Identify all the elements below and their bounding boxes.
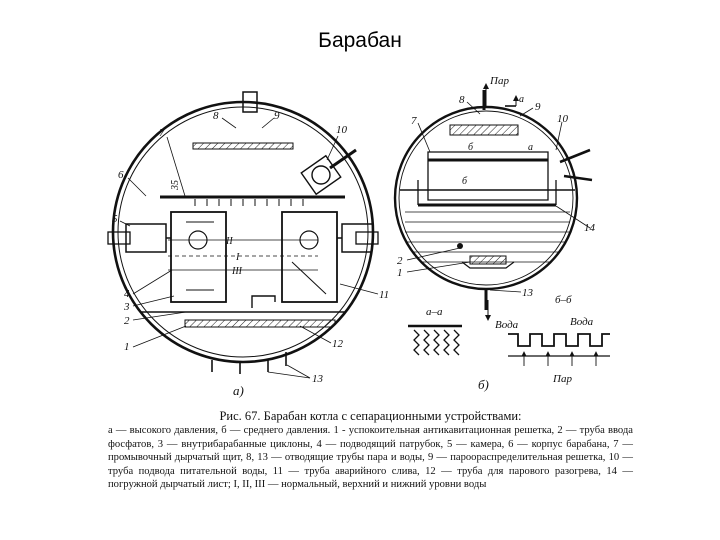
- caption-heading: Рис. 67. Барабан котла с сепарационными …: [219, 409, 522, 423]
- callout-a-13: 13: [312, 373, 324, 385]
- callout-b-1: 1: [397, 267, 403, 279]
- cyclone-right: [281, 211, 338, 303]
- callout-b-13: 13: [522, 287, 534, 299]
- callout-a-3: 3: [123, 301, 130, 313]
- water-outlet-pipes-a: [211, 352, 287, 374]
- drum-b: б а б а Пар Вода 8 9 7 10 14 2 1 13 б): [393, 75, 596, 392]
- callout-a-11: 11: [379, 289, 389, 301]
- dimension-35: 35: [170, 180, 181, 191]
- slide-title: Барабан: [318, 29, 402, 52]
- section-mark-b1: б: [468, 142, 474, 153]
- panel-label-a: а): [233, 383, 244, 398]
- callout-b-9: 9: [535, 101, 541, 113]
- callout-a-8: 8: [213, 110, 219, 122]
- steam-distribution-grid-b: [449, 124, 519, 136]
- drum-b-steam-label: Пар: [489, 75, 509, 87]
- section-bb-water-label: Вода: [570, 316, 594, 328]
- callout-b-2: 2: [397, 255, 403, 267]
- section-bb: б–б Вода Пар: [508, 294, 610, 385]
- anti-cavitation-grid-a: [184, 319, 336, 328]
- callout-a-2: 2: [124, 315, 130, 327]
- panel-label-b: б): [478, 377, 489, 392]
- section-bb-label: б–б: [555, 294, 572, 306]
- steam-outlet-pipe-a: [242, 91, 258, 113]
- chamber-right: [341, 223, 373, 253]
- callout-a-1: 1: [124, 341, 130, 353]
- cyclone-left-swirl: [188, 230, 208, 250]
- drum-b-water: [400, 189, 575, 263]
- level-mark-ii: II: [225, 236, 233, 247]
- figure-caption: Рис. 67. Барабан котла с сепарационными …: [108, 409, 633, 491]
- drum-b-water-label: Вода: [495, 319, 519, 331]
- section-mark-a2: а: [528, 142, 533, 153]
- callout-b-10: 10: [557, 113, 569, 125]
- callout-a-6: 6: [118, 169, 124, 181]
- steam-heating-pipe: [251, 295, 276, 308]
- drum-a-leaders: [119, 117, 379, 379]
- feed-water-pipe: [300, 154, 342, 196]
- steam-distribution-grid-a: [192, 142, 294, 150]
- callout-a-9: 9: [274, 110, 280, 122]
- callout-a-12: 12: [332, 338, 344, 350]
- section-aa: а–а: [408, 306, 462, 356]
- drum-a: 8 9 7 10 6 5 4 3 2 1 11 12 13 II I III 3…: [107, 91, 389, 398]
- callout-b-8: 8: [459, 94, 465, 106]
- feed-pipe-b: [559, 148, 591, 164]
- callout-b-14: 14: [584, 222, 596, 234]
- section-mark-b2: б: [462, 176, 468, 187]
- cyclone-right-swirl: [299, 230, 319, 250]
- anti-cavitation-grid-b: [469, 255, 507, 265]
- section-aa-label: а–а: [426, 306, 443, 318]
- callout-a-7: 7: [159, 127, 165, 139]
- callout-a-10: 10: [336, 124, 348, 136]
- caption-body: а — высокого давления, б — среднего давл…: [108, 425, 633, 491]
- level-mark-i: I: [235, 252, 240, 263]
- chamber-left: [125, 223, 167, 253]
- cyclone-left: [170, 211, 227, 303]
- drum-b-shell-inner: [398, 110, 574, 286]
- washing-sheet-holes: [194, 199, 304, 206]
- callout-a-5: 5: [112, 213, 118, 225]
- section-bb-steam-label: Пар: [552, 373, 572, 385]
- callout-b-7: 7: [411, 115, 417, 127]
- drum-b-leaders: [406, 101, 591, 293]
- section-bb-profile: [508, 333, 610, 347]
- level-mark-iii: III: [231, 266, 243, 277]
- washing-box-b: [427, 151, 549, 201]
- callout-a-4: 4: [124, 288, 130, 300]
- section-mark-a1: а: [519, 94, 524, 105]
